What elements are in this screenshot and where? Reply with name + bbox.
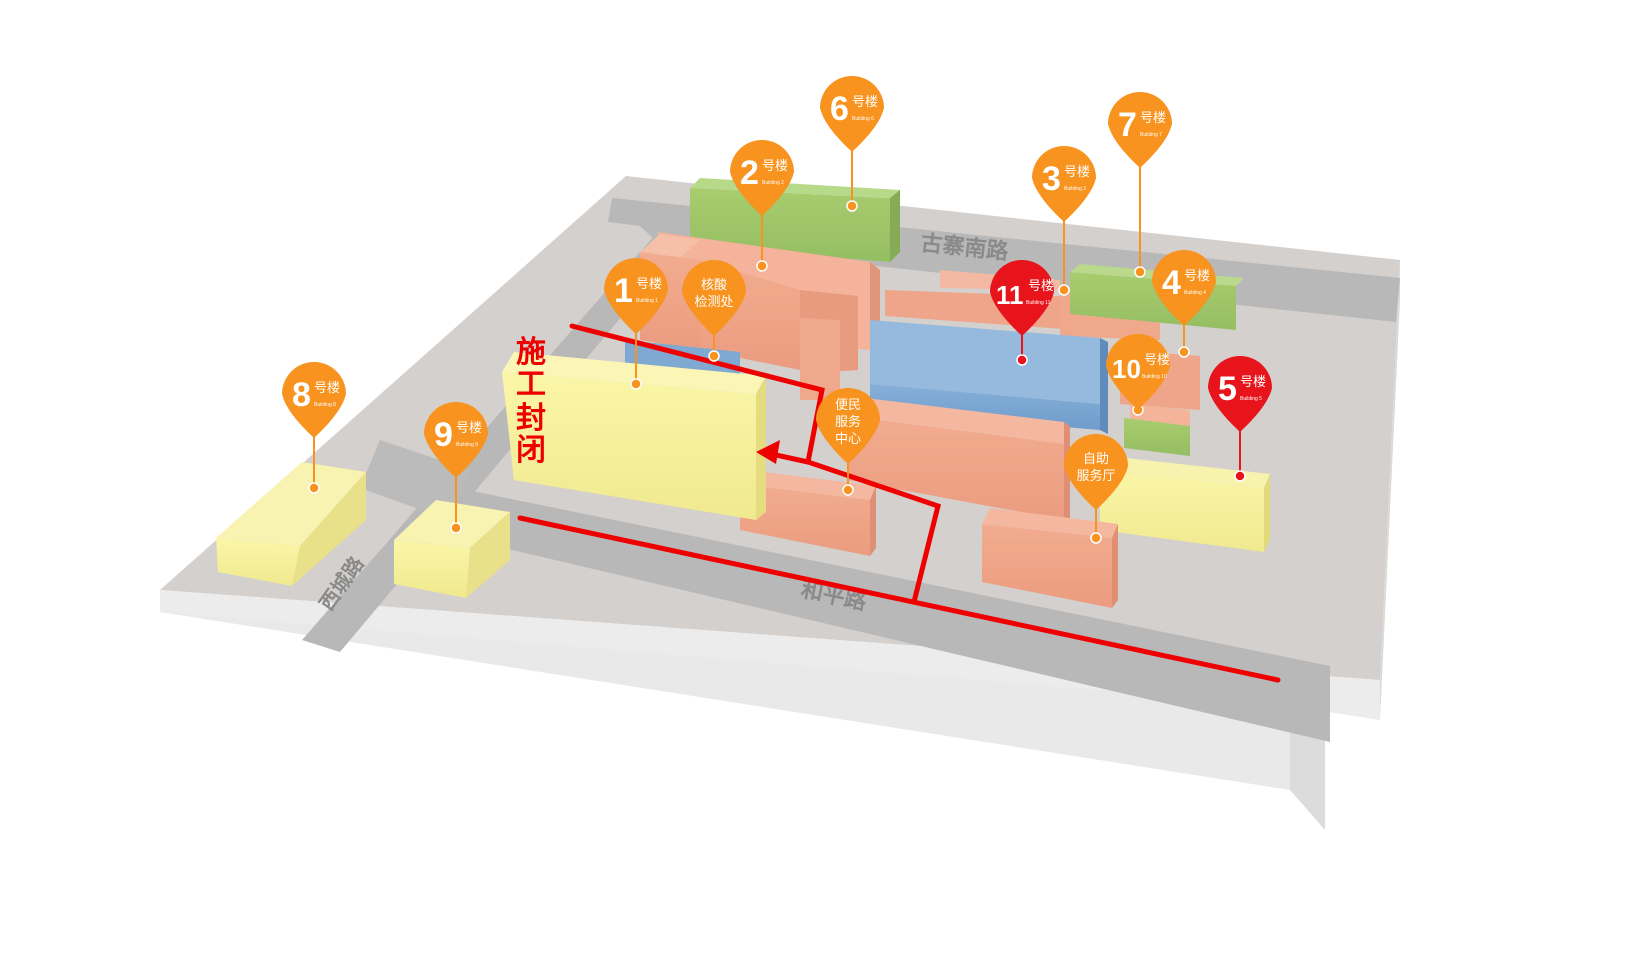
closure-char-2: 工 <box>516 367 546 402</box>
building-5-block[interactable] <box>1100 456 1270 552</box>
road-south[interactable] <box>410 482 1330 742</box>
pin-number: 4 <box>1162 264 1181 302</box>
pin-english-label: Building 8 <box>314 402 336 408</box>
closure-char-1: 施 <box>516 335 546 370</box>
pin-service-label: 核酸 <box>701 278 727 293</box>
route-line-south[interactable] <box>517 515 1281 683</box>
pin-label: 号楼 <box>1144 353 1170 368</box>
building-salmon-lower[interactable] <box>740 470 876 556</box>
pin-english-label: Building 4 <box>1184 290 1206 296</box>
pin-label: 号楼 <box>456 421 482 436</box>
closure-char-3: 封 <box>516 401 546 436</box>
pin-english-label: Building 2 <box>762 180 784 186</box>
pin-number: 6 <box>830 90 849 128</box>
pin-english-label: Building 10 <box>1142 374 1167 380</box>
closure-route <box>517 323 1281 683</box>
pin-english-label: Building 3 <box>1064 186 1086 192</box>
pin-number: 3 <box>1042 160 1061 198</box>
pin-english-label: Building 6 <box>852 116 874 122</box>
pin-number: 2 <box>740 154 759 192</box>
closure-char-4: 闭 <box>516 433 546 468</box>
pin-service-label: 服务 <box>835 414 861 430</box>
building-self-service[interactable] <box>982 508 1118 608</box>
route-arrowhead <box>756 440 780 464</box>
pin-label: 号楼 <box>1064 165 1090 180</box>
pin-number: 7 <box>1118 106 1137 144</box>
pin-label: 号楼 <box>852 95 878 110</box>
pin-label: 号楼 <box>314 381 340 396</box>
pin-label: 号楼 <box>1140 111 1166 126</box>
pin-service-label: 便民 <box>835 398 861 413</box>
pin-number: 8 <box>292 376 311 414</box>
pin-service-label: 检测处 <box>694 295 733 310</box>
pin-number: 9 <box>434 416 453 454</box>
pin-number: 1 <box>614 272 633 310</box>
pin-number: 5 <box>1218 370 1237 408</box>
pin-english-label: Building 7 <box>1140 132 1162 138</box>
pin-label: 号楼 <box>762 159 788 174</box>
pin-label: 号楼 <box>636 277 662 292</box>
pin-label: 号楼 <box>1028 279 1054 294</box>
pin-service-label: 自助 <box>1083 452 1109 467</box>
closure-label: 施 工 封 闭 <box>516 335 546 468</box>
pin-english-label: Building 5 <box>1240 396 1262 402</box>
pin-service-label: 服务厅 <box>1076 468 1115 484</box>
building-11-block[interactable] <box>870 320 1108 434</box>
building-1-block[interactable] <box>502 352 766 520</box>
pin-english-label: Building 9 <box>456 442 478 448</box>
pin-number: 10 <box>1112 354 1141 384</box>
pin-service-label: 中心 <box>835 432 861 447</box>
pin-label: 号楼 <box>1184 269 1210 284</box>
pin-label: 号楼 <box>1240 375 1266 390</box>
building-8-block[interactable] <box>216 462 366 586</box>
pin-english-label: Building 11 <box>1026 300 1051 306</box>
pin-english-label: Building 1 <box>636 298 658 304</box>
pin-number: 11 <box>996 280 1024 310</box>
pin-building-11[interactable]: 11 号楼 Building 11 <box>990 260 1054 366</box>
